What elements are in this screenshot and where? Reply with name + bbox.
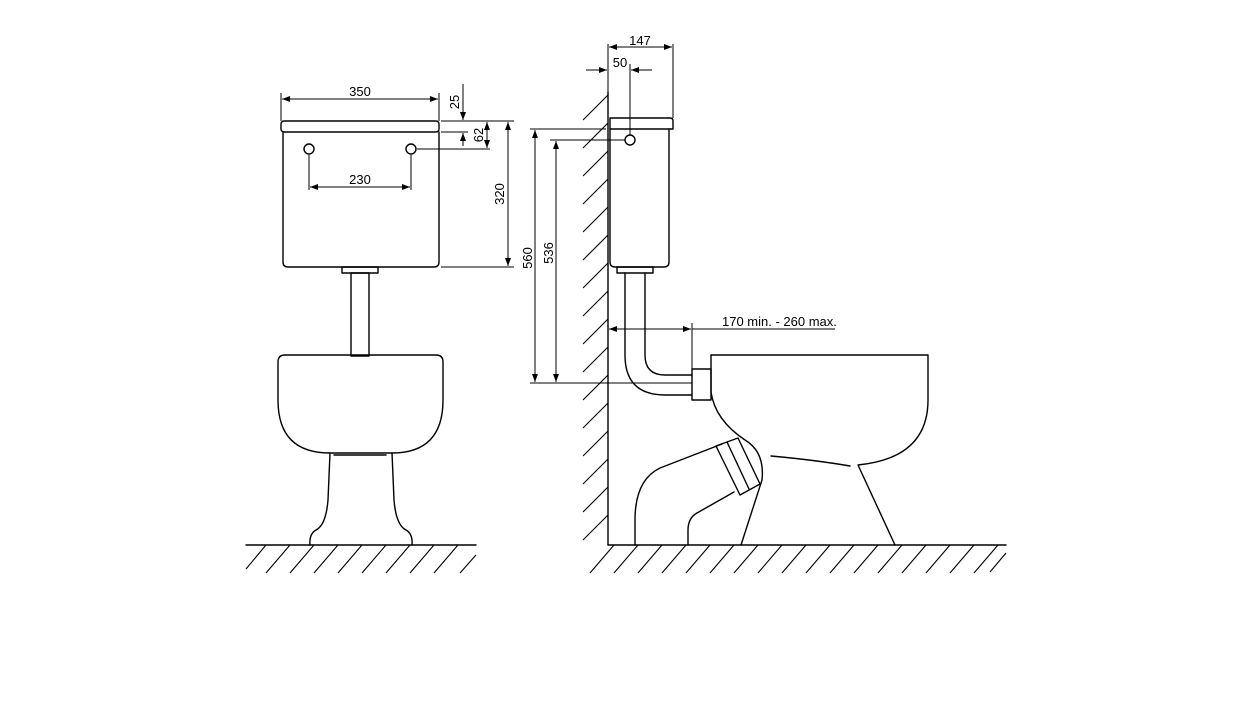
front-bowl-rim	[277, 354, 444, 454]
dim-label-height-to-holes: 536	[541, 242, 556, 264]
side-cistern-body	[609, 128, 670, 268]
dim-label-tank-height: 320	[492, 183, 507, 205]
front-pedestal-right	[391, 452, 413, 546]
side-view: 147 50 560 536 170 min. - 260 max.	[520, 33, 1007, 574]
dim-label-tank-depth: 147	[629, 33, 651, 48]
side-cistern-lid	[609, 117, 674, 130]
front-fixing-hole-left	[303, 143, 315, 155]
front-fixing-hole-right	[405, 143, 417, 155]
dim-label-height-to-top: 560	[520, 247, 535, 269]
front-flush-pipe	[350, 272, 370, 357]
front-cistern-lid	[280, 120, 440, 133]
dim-label-lid-to-holes: 62	[471, 128, 486, 142]
front-pedestal-left	[309, 452, 331, 546]
side-pipe-coupling	[616, 266, 654, 274]
side-bowl-outline-front	[710, 354, 929, 546]
side-floor-hatch	[589, 544, 1007, 574]
front-view: 350 230 25 62 320	[245, 84, 514, 574]
dim-label-tank-width: 350	[349, 84, 371, 99]
dim-label-lid-thickness: 25	[447, 95, 462, 109]
dim-label-wall-to-hole: 50	[613, 55, 627, 70]
side-bowl-seam	[770, 455, 851, 467]
side-pipe-outer	[624, 272, 693, 396]
side-bowl-outline-back	[710, 354, 764, 546]
side-outlet-collar	[715, 437, 761, 496]
side-fixing-hole	[624, 134, 636, 146]
front-pipe-coupling	[341, 266, 379, 274]
front-floor-hatch	[245, 544, 477, 574]
wall-hatch	[582, 94, 609, 541]
side-trap-upper	[634, 443, 723, 546]
dim-label-hole-spacing: 230	[349, 172, 371, 187]
side-trap-lower	[687, 491, 735, 546]
side-pipe-connector	[691, 368, 712, 401]
dim-label-bowl-distance: 170 min. - 260 max.	[722, 314, 837, 329]
side-pipe-inner	[644, 272, 693, 376]
